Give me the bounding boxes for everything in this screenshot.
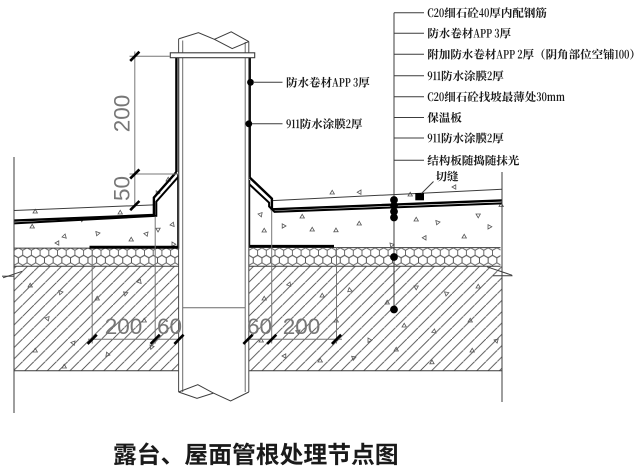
svg-text:60: 60: [247, 314, 272, 339]
svg-text:60: 60: [157, 314, 182, 339]
svg-text:200: 200: [109, 95, 134, 133]
svg-text:50: 50: [109, 176, 134, 201]
svg-text:200: 200: [283, 314, 321, 339]
svg-text:200: 200: [105, 314, 143, 339]
